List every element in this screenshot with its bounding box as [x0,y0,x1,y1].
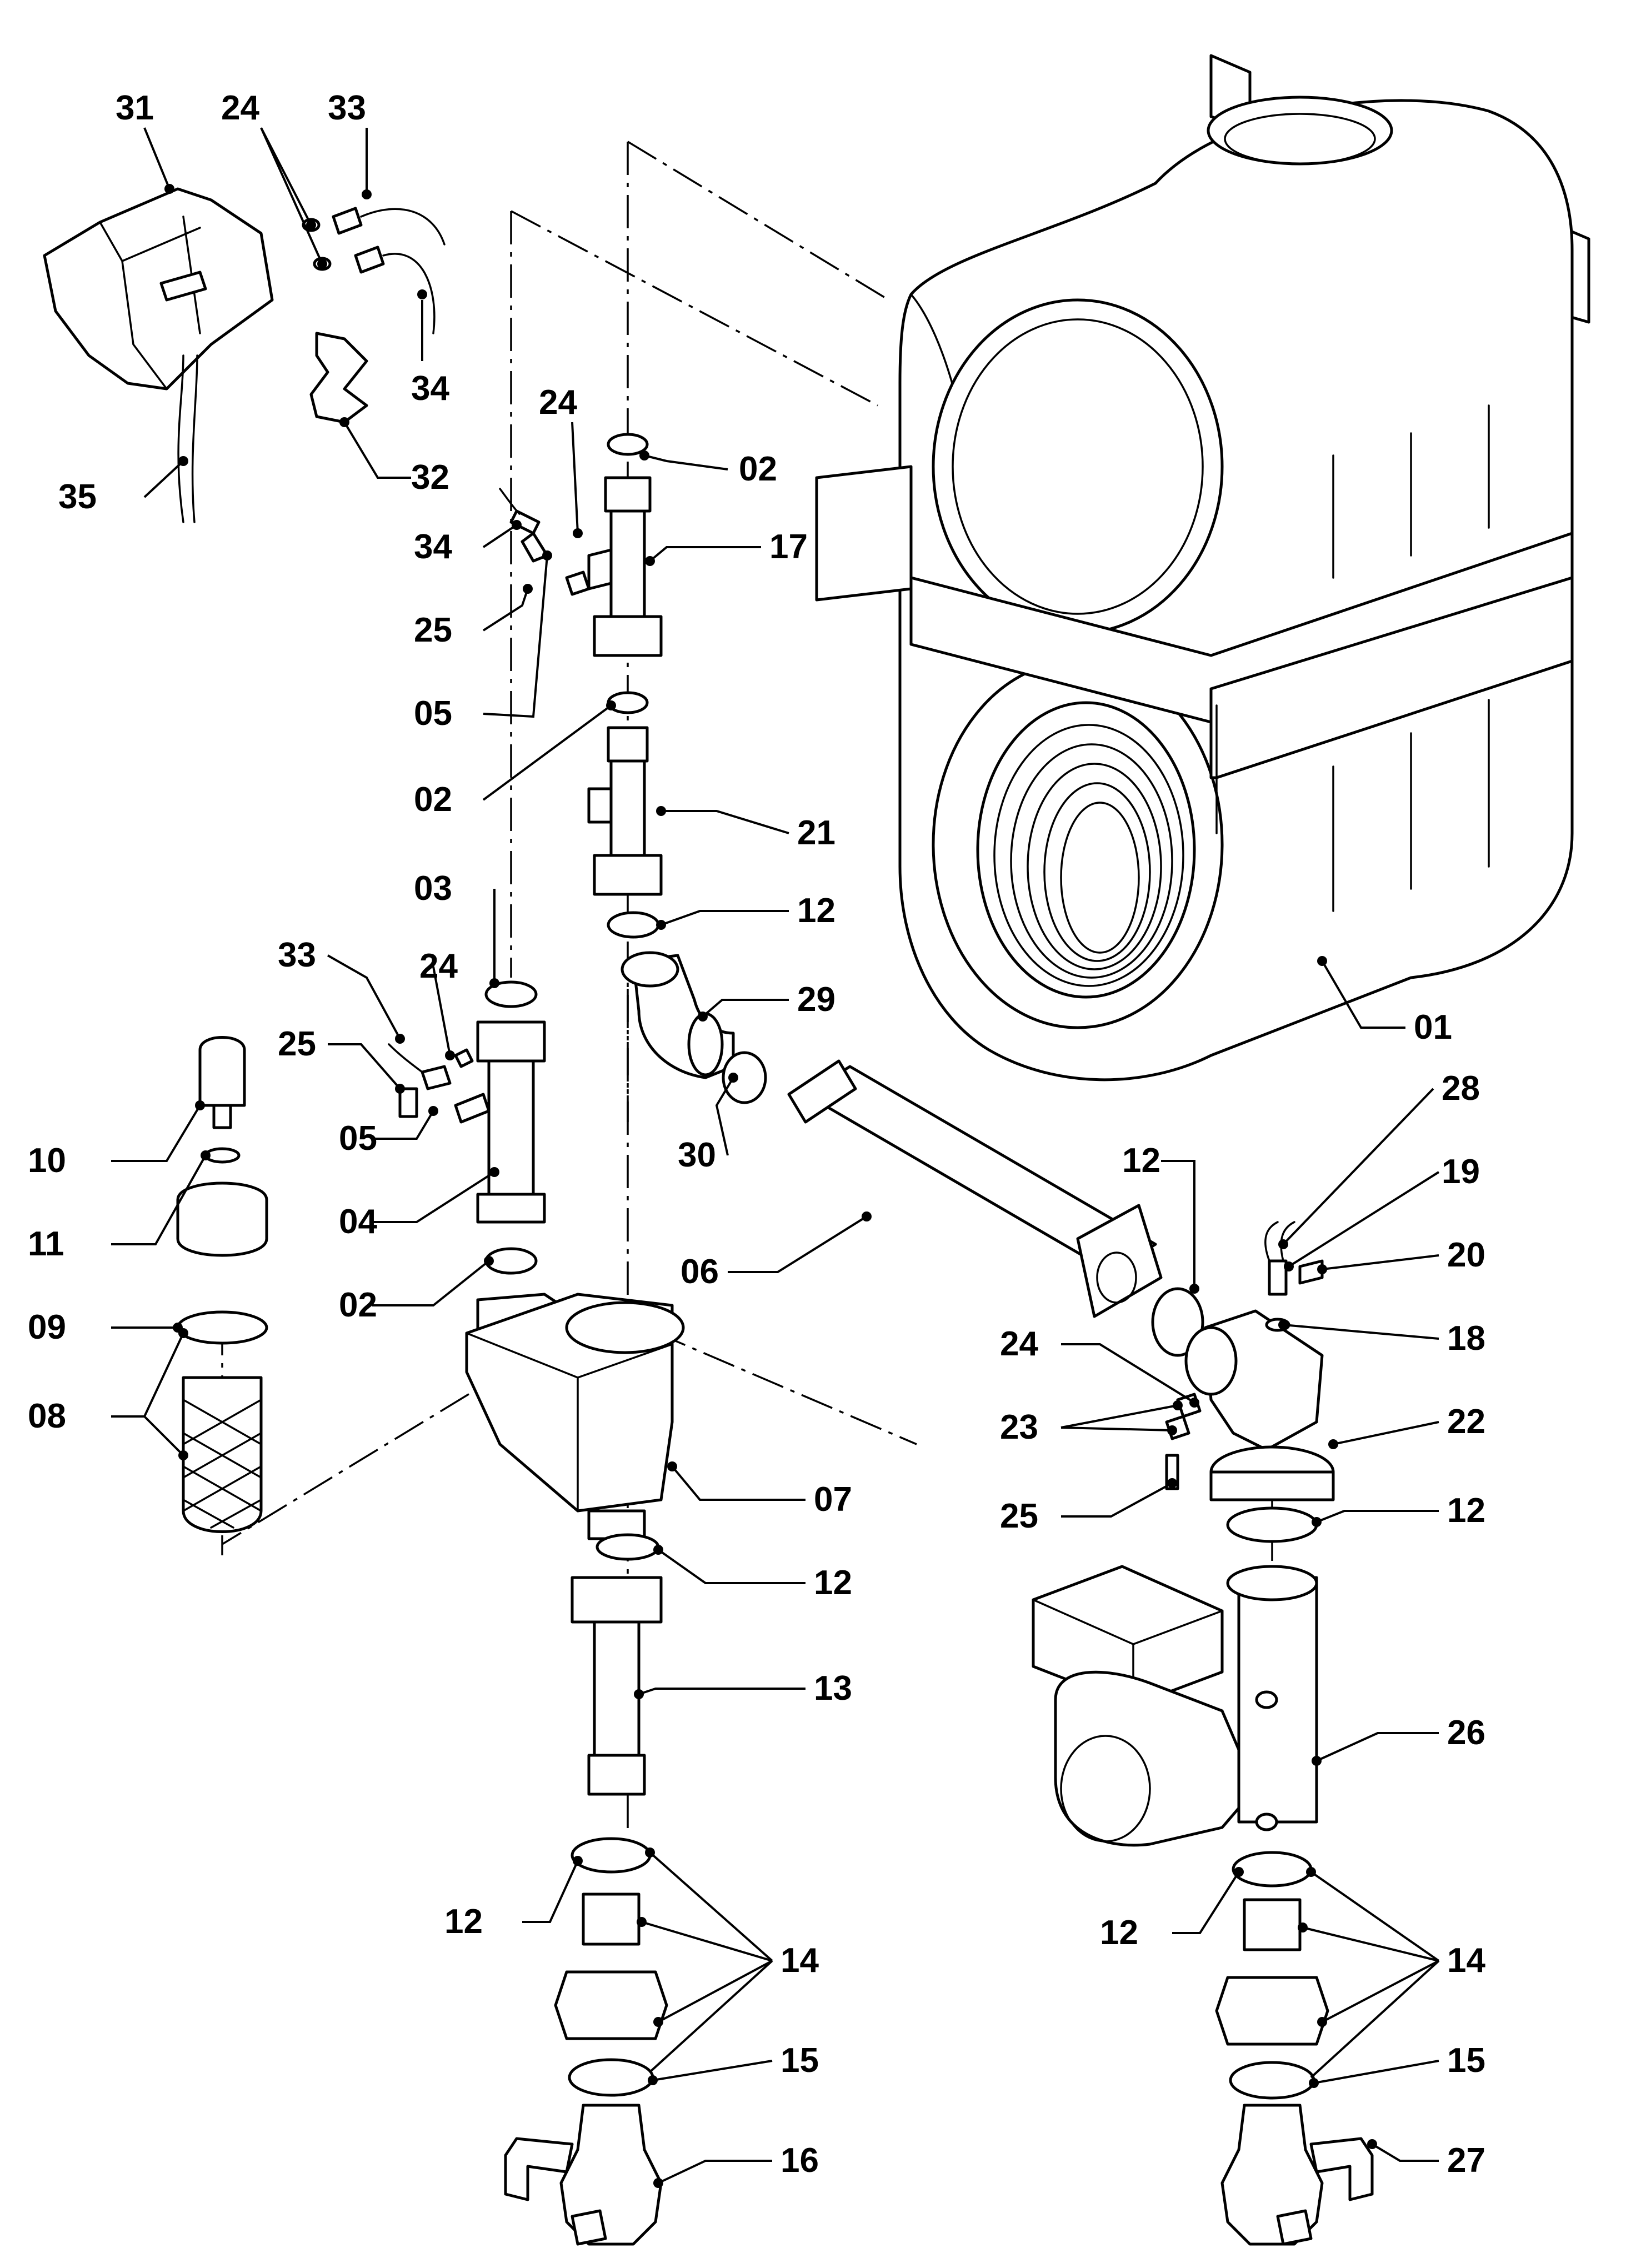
label-09: 09 [28,1308,66,1346]
tee-fitting-21 [587,691,663,939]
label-24: 24 [221,89,259,127]
label-18: 18 [1447,1319,1485,1358]
filter-cartridge-08 [176,1036,268,1533]
label-15: 15 [781,2041,819,2080]
label-04: 04 [339,1203,377,1241]
label-24: 24 [1000,1325,1038,1363]
label-25: 25 [278,1025,316,1063]
label-02: 02 [339,1286,377,1324]
label-05: 05 [414,694,452,733]
label-32: 32 [411,458,449,497]
heat-exchanger-tank [815,54,1590,1082]
label-12: 12 [1122,1141,1160,1180]
label-22: 22 [1447,1403,1485,1441]
label-30: 30 [678,1136,716,1174]
leader-lines [111,127,1440,2188]
label-02: 02 [739,450,777,488]
label-21: 21 [797,814,835,852]
label-19: 19 [1442,1153,1480,1191]
label-13: 13 [814,1669,852,1708]
label-35: 35 [58,478,97,516]
label-20: 20 [1447,1236,1485,1274]
label-12: 12 [797,892,835,930]
tee-fitting-22 [1165,1221,1335,1543]
label-14: 14 [781,1941,819,1980]
left-valve-stack [504,1837,668,2246]
label-01: 01 [1414,1008,1452,1047]
pipe-13 [571,1533,663,1796]
label-25: 25 [414,611,452,649]
label-10: 10 [28,1141,66,1180]
label-27: 27 [1447,2141,1485,2180]
label-12: 12 [814,1564,852,1602]
electronic-module-31 [43,187,446,523]
right-valve-stack [1215,1851,1374,2246]
part-labels: 31 24 33 34 35 32 24 02 34 17 25 05 02 2… [28,89,1485,2180]
label-29: 29 [797,980,835,1019]
label-25: 25 [1000,1497,1038,1535]
filter-housing-07 [465,1293,685,1540]
label-33: 33 [328,89,366,127]
pipe-06 [787,1059,1204,1357]
label-26: 26 [1447,1714,1485,1752]
tee-fitting-17 [499,433,663,657]
label-34: 34 [411,369,449,408]
label-34: 34 [414,528,452,566]
label-24: 24 [419,947,458,985]
label-12: 12 [444,1902,483,1941]
elbow-fitting-29 [621,951,767,1104]
label-14: 14 [1447,1941,1485,1980]
label-12: 12 [1100,1914,1138,1952]
label-11: 11 [28,1225,64,1263]
label-08: 08 [28,1397,66,1435]
label-05: 05 [339,1119,377,1158]
label-17: 17 [769,528,808,566]
label-31: 31 [116,89,154,127]
label-28: 28 [1442,1069,1480,1108]
label-24: 24 [539,383,577,422]
label-03: 03 [414,869,452,908]
label-23: 23 [1000,1408,1038,1446]
label-02: 02 [414,780,452,819]
circulation-pump-26 [1032,1565,1318,1847]
label-07: 07 [814,1480,852,1519]
tube-04 [388,980,546,1275]
label-06: 06 [681,1253,719,1291]
label-16: 16 [781,2141,819,2180]
label-33: 33 [278,936,316,974]
label-12: 12 [1447,1491,1485,1530]
label-15: 15 [1447,2041,1485,2080]
